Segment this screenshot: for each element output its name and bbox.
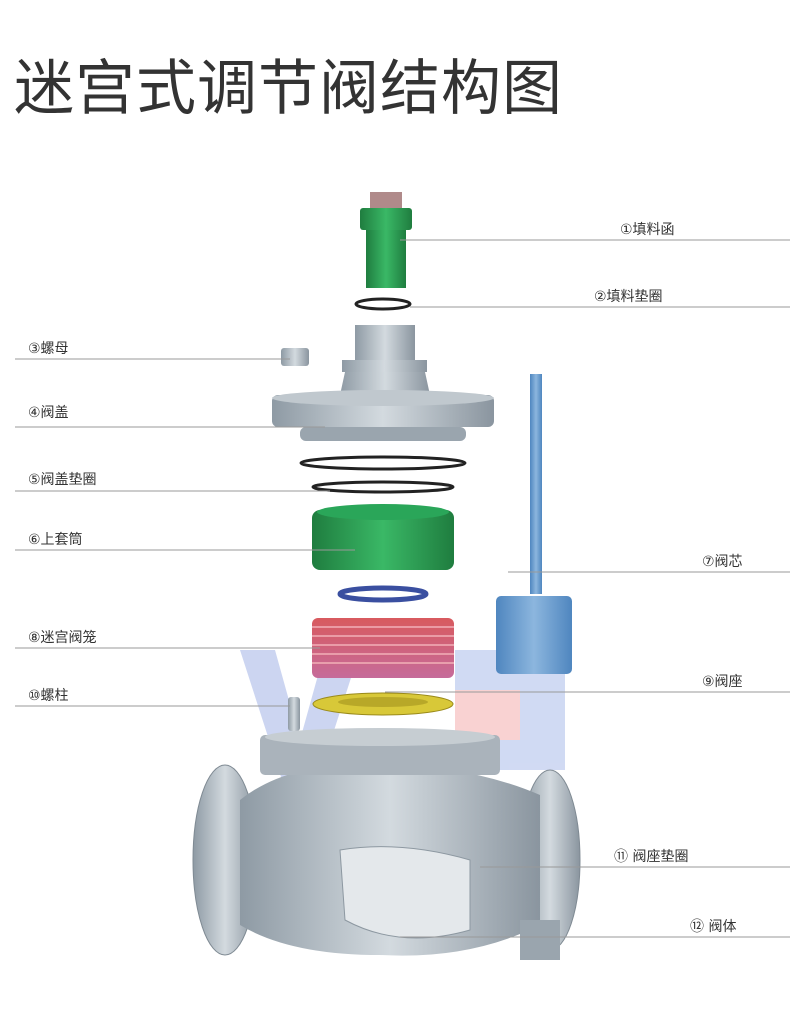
valve-body-part [192,728,581,960]
label-upper-sleeve: ⑥上套筒 [28,532,83,548]
valve-plug-part [496,374,572,674]
page-title: 迷宫式调节阀结构图 [14,54,563,124]
label-bonnet: ④阀盖 [28,405,69,421]
label-seat-gasket: ⑪ 阀座垫圈 [614,849,689,865]
bonnet-gasket-part [299,455,467,471]
nut-part [281,348,309,366]
bonnet-gasket-part [311,480,455,494]
label-valve-plug: ⑦阀芯 [702,554,743,570]
label-bonnet-gasket: ⑤阀盖垫圈 [28,472,97,488]
packing-gasket-part [354,297,412,311]
label-packing-gasket: ②填料垫圈 [594,289,663,305]
bonnet-part [272,325,494,441]
upper-sleeve-part [312,504,454,570]
stud-part [288,697,300,731]
label-packing-box: ①填料函 [620,222,675,238]
label-valve-seat: ⑨阀座 [702,674,743,690]
packing-box-part [360,192,412,288]
seal-ring-part [337,585,429,603]
leader-lines [15,239,790,938]
label-labyrinth-cage: ⑧迷宫阀笼 [28,630,97,646]
labyrinth-cage-part [312,618,454,678]
label-stud: ⑩螺柱 [28,688,69,704]
label-nut: ③螺母 [28,341,69,357]
valve-seat-part [312,692,454,716]
label-valve-body: ⑫ 阀体 [690,919,737,935]
